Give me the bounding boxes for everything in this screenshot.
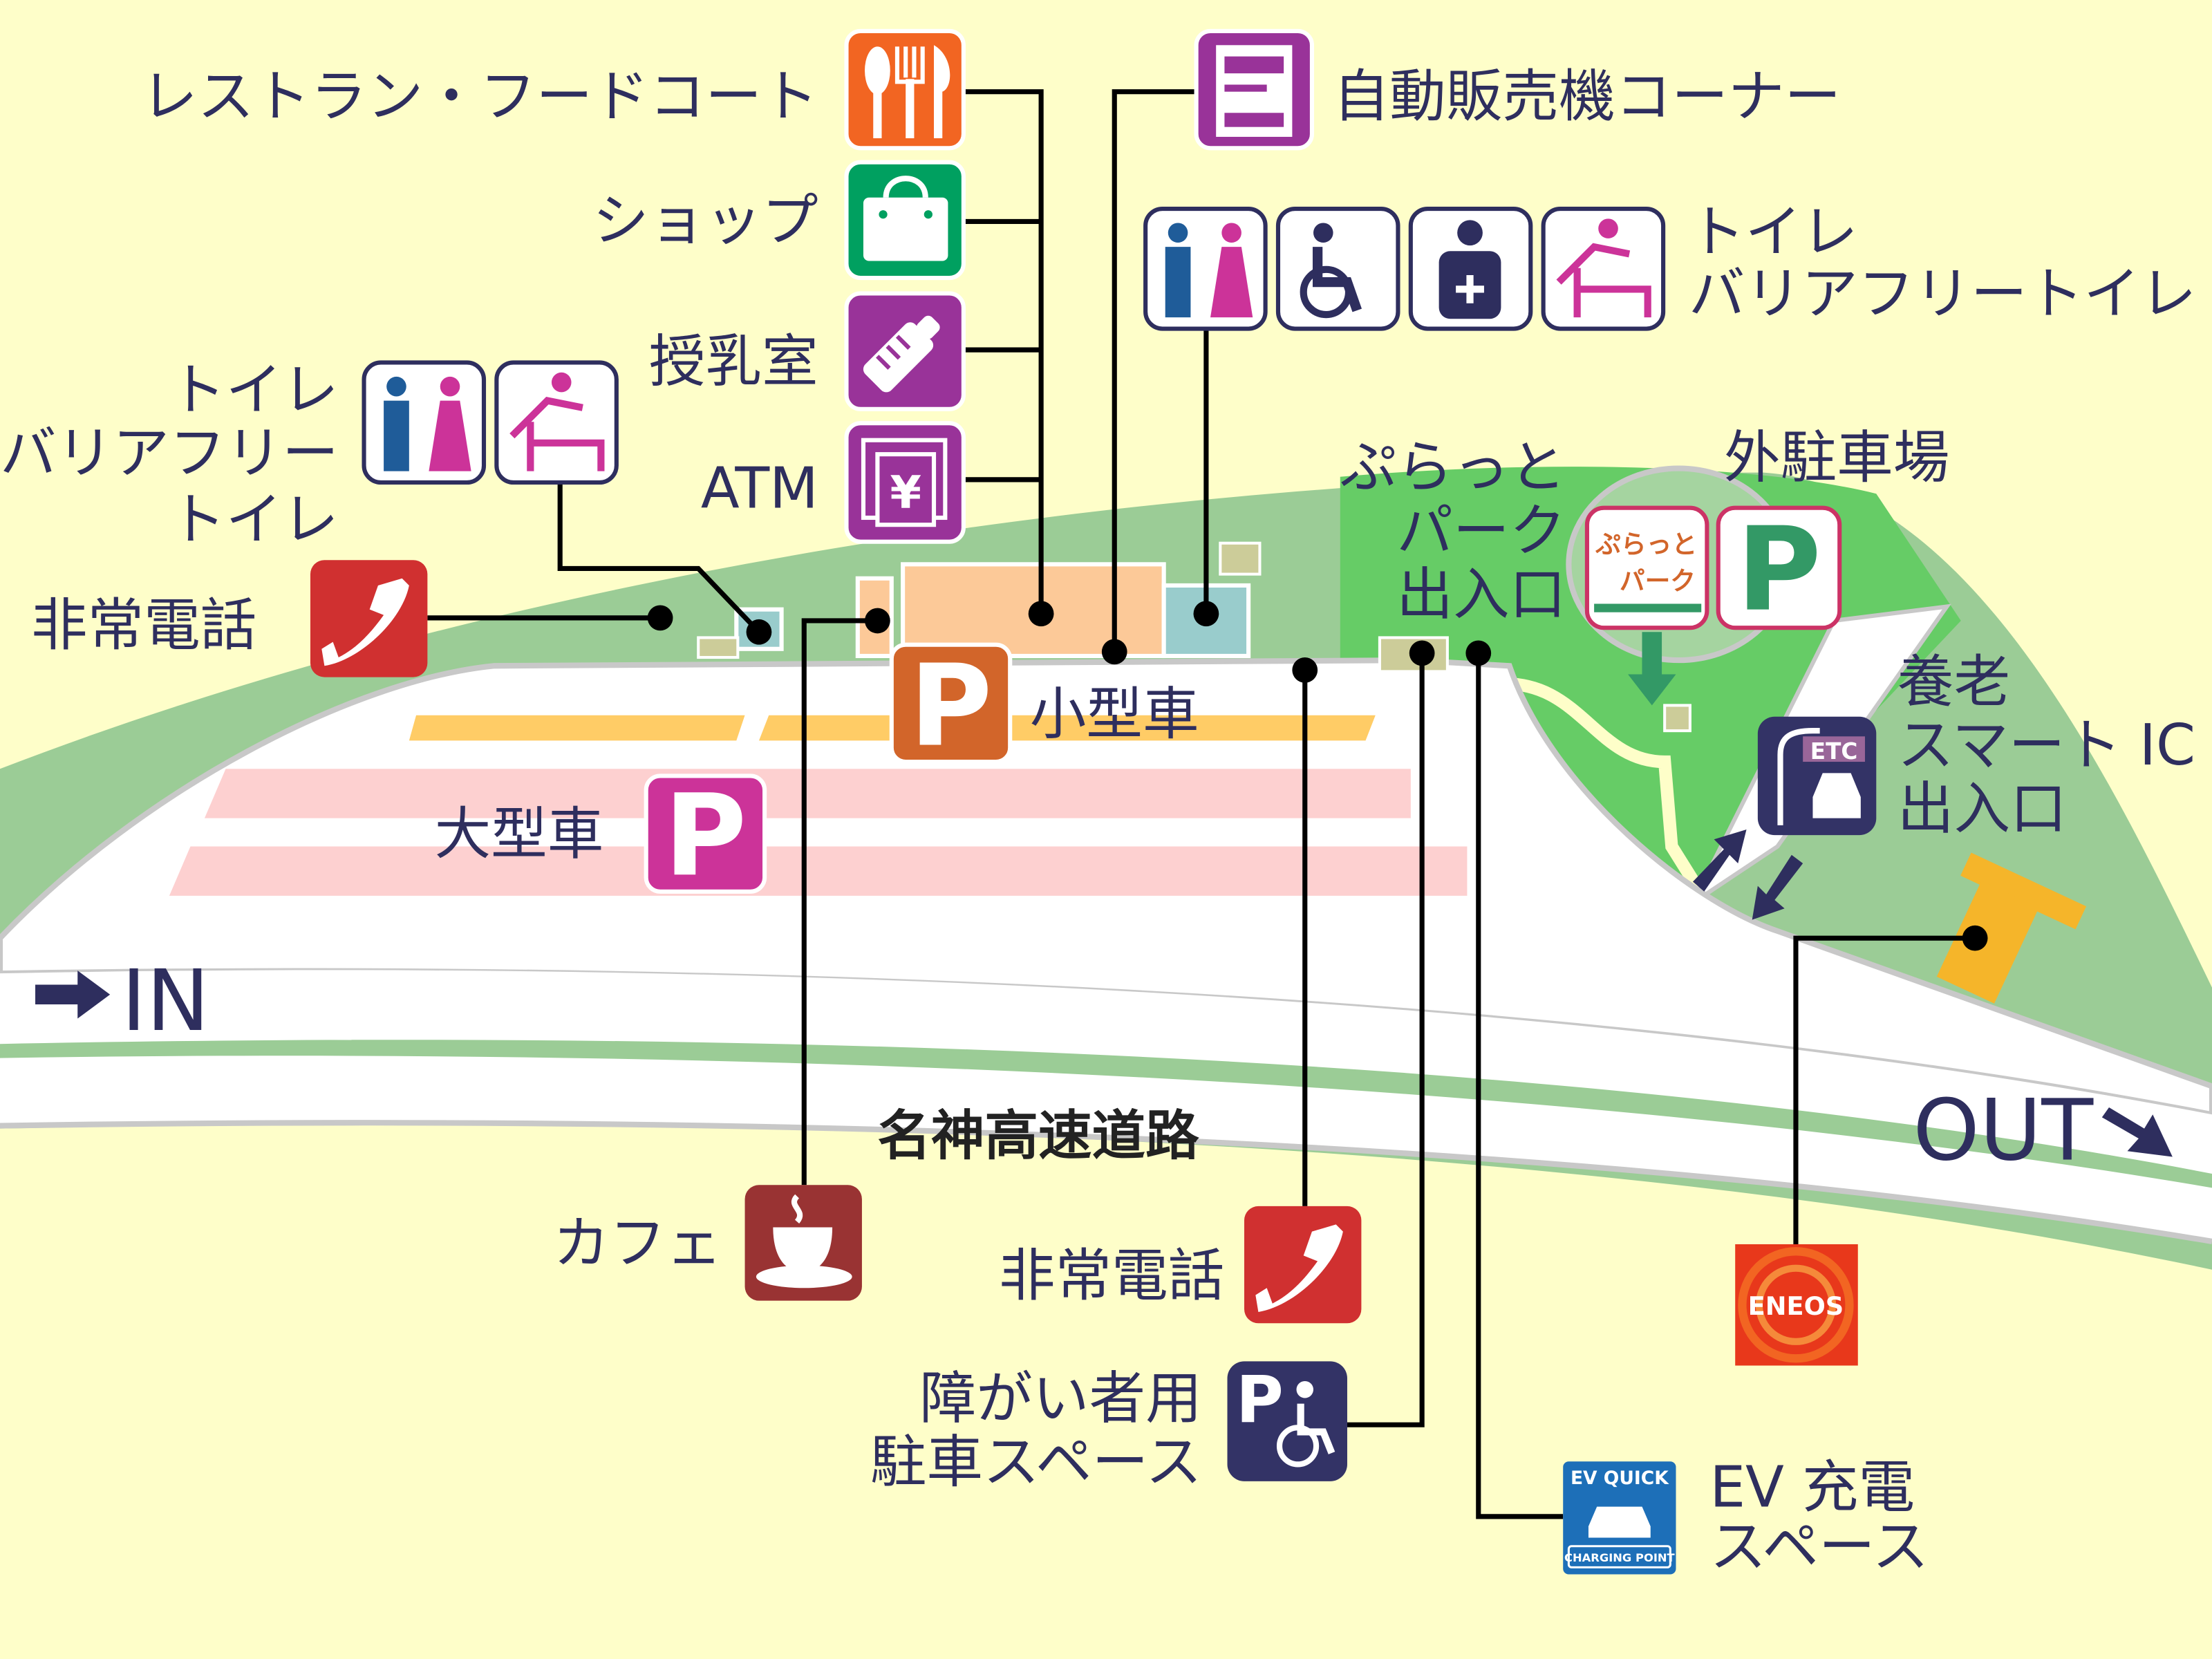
cafe-icon[interactable] xyxy=(744,1185,862,1301)
large-car-stripe xyxy=(169,846,1468,896)
out-label: OUT xyxy=(1913,1081,2094,1180)
eneos-label: ENEOS xyxy=(1748,1291,1844,1321)
etc-icon[interactable]: ETC xyxy=(1757,716,1877,836)
smart-ic-entrance-label: 出入口 xyxy=(1897,776,2067,842)
small-structure xyxy=(1663,704,1691,733)
disabled-parking-label: 障がい者用 xyxy=(920,1366,1202,1432)
toilet-label-left-2: トイレ xyxy=(169,487,339,553)
in-label: IN xyxy=(122,951,210,1050)
wheelchair-accessible-icon[interactable] xyxy=(1275,206,1400,331)
shop-icon[interactable] xyxy=(844,160,966,281)
vending-machine-icon[interactable] xyxy=(1194,28,1315,151)
toilet-icon-left[interactable] xyxy=(362,360,487,485)
etc-label: ETC xyxy=(1810,738,1858,765)
ev-charging-label: EV 充電 xyxy=(1709,1455,1915,1521)
small-structure xyxy=(1219,541,1262,576)
barrier-free-toilet-label: バリアフリートイレ xyxy=(1689,261,2197,327)
ev-quick-label: EV QUICK xyxy=(1571,1468,1669,1489)
highway-edge xyxy=(0,1120,2212,1244)
ev-charging-label: CHARGING POINT xyxy=(1564,1551,1676,1564)
ostomate-toilet-icon[interactable] xyxy=(1408,206,1533,331)
large-car-stripe xyxy=(204,769,1411,818)
small-car-label: 小型車 xyxy=(1030,682,1199,747)
restaurant-icon[interactable] xyxy=(844,28,966,151)
highway-name: 名神高速道路 xyxy=(877,1105,1199,1167)
emergency-phone-icon[interactable] xyxy=(310,560,428,677)
toilet-label-left: トイレ xyxy=(169,357,339,423)
shop-label: ショップ xyxy=(592,188,818,254)
small-car-parking-icon[interactable]: P xyxy=(889,640,1013,772)
barrier-free-label-left: バリアフリー xyxy=(0,421,339,487)
ev-space-label: スペース xyxy=(1709,1514,1929,1580)
toilet-icon[interactable] xyxy=(1143,206,1268,331)
highway-lane-upper xyxy=(0,970,2212,1174)
highway-lane-lower xyxy=(0,1056,2212,1241)
emergency-phone-icon-2[interactable] xyxy=(1244,1206,1362,1324)
restaurant-label: レストラン・フードコート xyxy=(141,64,818,129)
outer-parking-icon[interactable]: P xyxy=(1716,503,1842,637)
disabled-parking-label: 駐車スペース xyxy=(870,1430,1202,1495)
small-structure xyxy=(697,636,740,659)
outer-parking-label: 外駐車場 xyxy=(1724,425,1950,491)
baby-changing-icon[interactable] xyxy=(1541,206,1666,331)
plat-park-arrow-icon xyxy=(1628,632,1676,706)
plat-park-logo-icon[interactable]: ぷらっと パーク xyxy=(1584,505,1709,630)
eneos-icon[interactable]: ENEOS xyxy=(1735,1244,1858,1366)
large-car-label: 大型車 xyxy=(435,802,604,868)
parking-symbol: P xyxy=(1736,503,1821,637)
ev-charging-icon[interactable]: EV QUICK CHARGING POINT xyxy=(1563,1461,1676,1575)
baby-changing-icon-left[interactable] xyxy=(494,360,619,485)
atm-yen-symbol: ¥ xyxy=(890,467,921,519)
out-arrow-icon xyxy=(2101,1107,2173,1157)
parking-symbol: P xyxy=(664,769,747,901)
disabled-parking-icon[interactable]: P xyxy=(1227,1361,1347,1481)
smart-ic-exit-arrow-icon xyxy=(1752,854,1803,920)
plat-park-label: ぷらっと xyxy=(1340,435,1566,500)
large-car-parking-icon[interactable]: P xyxy=(644,769,767,901)
plat-park-entrance-label: 出入口 xyxy=(1396,562,1566,628)
in-arrow-icon xyxy=(35,971,111,1019)
nursing-room-label: 授乳室 xyxy=(649,329,818,395)
smart-ic-label: 養老 xyxy=(1897,649,2010,715)
nursing-room-icon[interactable] xyxy=(844,291,966,411)
smart-ic-entry-arrow-icon xyxy=(1692,830,1747,892)
plat-park-label: パーク xyxy=(1396,498,1566,564)
cafe-label: カフェ xyxy=(553,1211,722,1277)
emergency-phone-label: 非常電話 xyxy=(31,593,257,659)
small-car-stripe xyxy=(409,715,745,741)
vending-label: 自動販売機コーナー xyxy=(1333,64,1841,129)
plat-logo-text: パーク xyxy=(1620,566,1696,596)
walking-path xyxy=(1494,677,1713,906)
connector-lines xyxy=(427,89,1988,1519)
gas-station xyxy=(1936,852,2087,1004)
plat-logo-text: ぷらっと xyxy=(1595,529,1697,559)
toilet-label: トイレ xyxy=(1689,199,1858,265)
emergency-phone-label-2: 非常電話 xyxy=(999,1243,1225,1309)
parking-symbol: P xyxy=(1236,1362,1284,1438)
atm-icon[interactable]: ¥ xyxy=(844,421,966,544)
atm-label: ATM xyxy=(701,456,818,522)
smart-ic-label: スマート IC xyxy=(1897,713,2195,778)
parking-symbol: P xyxy=(910,640,993,772)
